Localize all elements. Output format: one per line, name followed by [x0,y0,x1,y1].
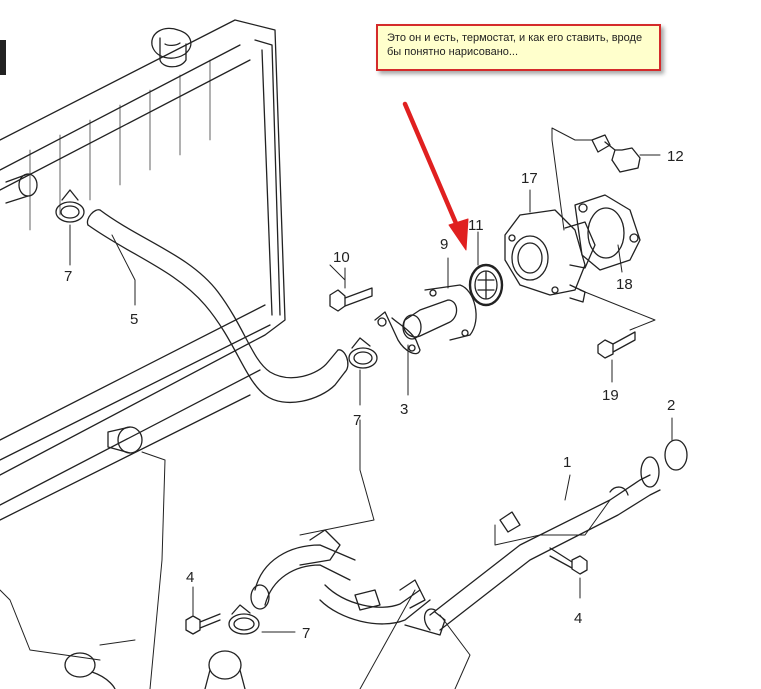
radiator-cap [151,27,192,68]
hose-clamp-top [55,189,85,223]
part-number-4-right: 4 [574,610,582,627]
bolt-4-left [185,613,221,635]
part-number-4-left: 4 [186,569,194,586]
housing-gasket [574,194,641,271]
part-number-2: 2 [667,397,675,414]
temperature-sensor [591,134,641,173]
leader-lines [0,127,673,689]
part-number-11: 11 [468,217,484,234]
bolt-10 [329,287,373,312]
part-number-9: 9 [440,236,448,253]
lower-hose-assembly [250,529,446,636]
hose-clamp-bottom [228,604,260,635]
part-number-1: 1 [563,454,571,471]
bolt-19 [597,331,636,359]
part-number-3: 3 [400,401,408,418]
part-number-19: 19 [602,387,619,404]
radiator [0,19,286,521]
part-number-7-mid: 7 [353,412,361,429]
annotation-text: Это он и есть, термостат, и как его став… [387,32,643,58]
thermostat-housing [504,209,596,303]
hose-clamp-mid [348,337,378,369]
thermostat-cap [402,284,477,341]
radiator-outlet-neck [107,426,143,454]
thermostat [468,263,504,307]
annotation-arrow [402,101,469,251]
part-number-7-top: 7 [64,268,72,285]
part-number-5: 5 [130,311,138,328]
water-inlet-pipe [423,456,661,631]
lower-radiator-hose [64,650,246,689]
bracket [374,311,421,355]
part-number-18: 18 [616,276,633,293]
part-number-17: 17 [521,170,538,187]
part-number-12: 12 [667,148,684,165]
annotation-callout: Это он и есть, термостат, и как его став… [376,24,661,71]
upper-radiator-hose [86,209,349,403]
o-ring [664,439,688,471]
radiator-inlet-neck [5,173,38,204]
part-number-7-bottom: 7 [302,625,310,642]
bolt-4-right [549,547,588,575]
part-number-10: 10 [333,249,350,266]
